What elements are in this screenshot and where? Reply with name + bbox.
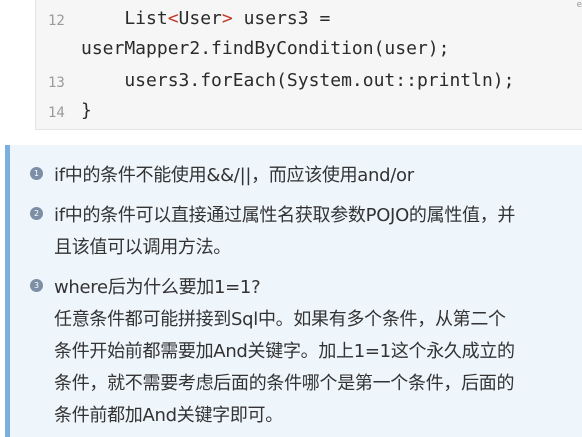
note-text: where后为什么要加1=1? 任意条件都可能拼接到Sql中。如果有多个条件，从… <box>54 272 572 432</box>
code-token: User <box>178 8 222 29</box>
notes-callout: 1 if中的条件不能使用&&/||，而应该使用and/or 2 if中的条件可以… <box>5 145 582 437</box>
code-text: } <box>81 100 92 121</box>
note-text: if中的条件可以直接通过属性名获取参数POJO的属性值，并 且该值可以调用方法。 <box>54 200 572 264</box>
number-badge: 2 <box>30 207 43 220</box>
code-line-13: 13 users3.forEach(System.out::println); <box>36 66 582 96</box>
note-text: if中的条件不能使用&&/||，而应该使用and/or <box>54 165 414 186</box>
code-line-14: 14 } <box>36 96 582 126</box>
code-line-12: 12 List<User> users3 = <box>36 4 582 34</box>
code-text: userMapper2.findByCondition(user); <box>81 38 450 59</box>
code-token: users3 = <box>232 8 331 29</box>
code-line-12-wrap: userMapper2.findByCondition(user); <box>36 34 582 64</box>
code-token: List <box>81 8 168 29</box>
note-item: 1 if中的条件不能使用&&/||，而应该使用and/or <box>30 160 572 192</box>
code-text: users3.forEach(System.out::println); <box>81 70 515 91</box>
code-text: List<User> users3 = <box>81 8 330 29</box>
note-line: 条件开始前都需要加And关键字。加上1=1这个永久成立的 <box>54 341 515 362</box>
line-number: 14 <box>48 105 65 121</box>
corner-mark: e <box>576 0 582 10</box>
code-block: e 12 List<User> users3 = userMapper2.fin… <box>35 0 582 130</box>
code-token-bracket: > <box>221 8 233 29</box>
note-line: 条件，就不需要考虑后面的条件哪个是第一个条件，后面的 <box>54 373 515 394</box>
line-number: 12 <box>48 13 65 29</box>
note-line: 条件前都加And关键字即可。 <box>54 405 283 426</box>
note-line: if中的条件可以直接通过属性名获取参数POJO的属性值，并 <box>54 205 516 226</box>
number-badge: 1 <box>30 167 43 180</box>
note-line: 且该值可以调用方法。 <box>54 237 231 258</box>
note-item: 2 if中的条件可以直接通过属性名获取参数POJO的属性值，并 且该值可以调用方… <box>30 200 572 264</box>
code-token-bracket: < <box>167 8 179 29</box>
number-badge: 3 <box>30 279 43 292</box>
note-item: 3 where后为什么要加1=1? 任意条件都可能拼接到Sql中。如果有多个条件… <box>30 272 572 432</box>
note-line: 任意条件都可能拼接到Sql中。如果有多个条件，从第二个 <box>54 309 506 330</box>
note-line: where后为什么要加1=1? <box>54 277 261 298</box>
line-number: 13 <box>48 75 65 91</box>
